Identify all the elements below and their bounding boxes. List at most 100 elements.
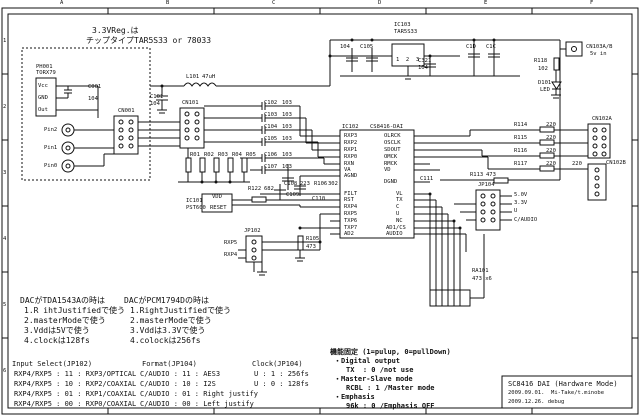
cn102a-ref: CN102A	[592, 116, 612, 122]
ic102-pin-tx: TX	[396, 197, 403, 203]
border-row-3: 3	[3, 170, 7, 176]
format-row-3: C/AUDIO : 01 : Right justify	[140, 390, 259, 398]
ra101-value: 473 x6	[472, 276, 492, 282]
l101-ref: L101	[186, 74, 200, 80]
d101-value: LED	[540, 87, 550, 93]
title-block-line3: 2009.12.26. debug	[508, 399, 565, 405]
format-row-2: C/AUDIO : 10 : I2S	[140, 380, 216, 388]
c105-ref: C105	[360, 44, 374, 50]
ic103-ref: IC103	[394, 22, 411, 28]
notes-left-item-3: 3.Vddは5Vで使う	[24, 326, 90, 335]
ic102-pin-rxn: RXN	[344, 161, 354, 167]
clock-title: Clock(JP104)	[252, 360, 303, 368]
r118-value: 102	[538, 66, 548, 72]
jp104-3v3: 3.3V	[514, 200, 528, 206]
r117-ref: R117	[514, 161, 528, 167]
jp104-5v: 5.0V	[514, 192, 528, 198]
c104b-value: 103	[282, 124, 292, 130]
cn101-ref: CN101	[182, 100, 199, 106]
c110-ref: C110	[312, 196, 326, 202]
ic102-pin-dgnd: DGND	[384, 179, 398, 185]
regulator-note-line2: チップタイプTAR5S33 or 78033	[86, 36, 212, 45]
jp102-rxp4: RXP4	[224, 252, 238, 258]
border-col-d: D	[378, 0, 382, 6]
r03-ref: R03	[218, 152, 228, 158]
border-row-1: 1	[3, 38, 7, 44]
notes-right-item-3: 3.Vddは3.3Vで使う	[130, 326, 206, 335]
c106-ref: C106	[264, 152, 278, 158]
c111-ref: C111	[420, 176, 434, 182]
c108-value: 223	[300, 181, 310, 187]
fixed-settings-title: 機能固定 (1=pulup, 0=pullDown)	[330, 348, 451, 356]
ic102-pin-va: VA	[344, 167, 351, 173]
input-select-row-1: RXP4/RXP5 : 11 : RXP3/OPTICAL	[14, 370, 137, 378]
title-block-line2: 2009.09.01. Mi-Take/t.minobe	[508, 390, 605, 396]
c1c-ref: C1C	[486, 44, 496, 50]
border-col-c: C	[272, 0, 276, 6]
fixed-settings-row-5: ・Emphasis	[334, 393, 375, 401]
ic102-pin-rxp1: RXP1	[344, 147, 358, 153]
inner-frame	[7, 13, 633, 409]
ra101-ref: RA101	[472, 268, 489, 274]
c107-value: 103	[282, 164, 292, 170]
ic102-pin-audio: AUDIO	[386, 231, 403, 237]
ic102-pin-omck: OMCK	[384, 154, 398, 160]
notes-left-item-4: 4.clockは128fs	[24, 336, 90, 345]
c105b-ref: C105	[264, 136, 278, 142]
cn102b-ref: CN102B	[606, 160, 626, 166]
ic102-pin-rxp4: RXP4	[344, 204, 358, 210]
r114-ref: R114	[514, 122, 528, 128]
ic102-pin-u: U	[396, 211, 400, 217]
format-row-4: C/AUDIO : 00 : Left justify	[140, 400, 254, 408]
c102-ref: C102	[264, 100, 278, 106]
r117-value: 220	[546, 161, 556, 167]
c109-ref: C109	[286, 192, 300, 198]
c001-value: 104	[88, 96, 98, 102]
r01-ref: R01	[190, 152, 200, 158]
ic102-pin-vl: VL	[396, 191, 403, 197]
format-title: Format(JP104)	[142, 360, 197, 368]
fixed-settings-row-6: 96k : 0 /Emphasis OFF	[346, 402, 435, 410]
border-col-e: E	[484, 0, 488, 6]
pin-out: Out	[38, 107, 48, 113]
fixed-settings-row-2: TX : 0 /not use	[346, 366, 414, 374]
border-col-a: A	[60, 0, 64, 6]
ic101-ref: IC101	[186, 198, 203, 204]
ic102-pin-filt: FILT	[344, 191, 358, 197]
ic102-pin-rxp2: RXP2	[344, 140, 358, 146]
r106-value: 302	[328, 181, 338, 187]
r04-ref: R04	[232, 152, 242, 158]
pin-gnd: GND	[38, 95, 48, 101]
ic102-pin-rst: RST	[344, 197, 354, 203]
ic102-chip	[339, 129, 415, 239]
title-block-line1: SC8416 DAI (Hardware Mode)	[508, 380, 618, 388]
input-select-row-4: RXP4/RXP5 : 00 : RXP0/COAXIAL	[14, 400, 137, 408]
input-select-row-3: RXP4/RXP5 : 01 : RXP1/COAXIAL	[14, 390, 137, 398]
ic102-pin-rxp0: RXP0	[344, 154, 358, 160]
format-row-1: C/AUDIO : 11 : AES3	[140, 370, 221, 378]
ic102-pin-rmck: RMCK	[384, 161, 398, 167]
ic102-pin-vd: VD	[384, 167, 391, 173]
c321-value: 104	[418, 65, 428, 71]
ic102-pin-nc: NC	[396, 218, 403, 224]
fixed-settings-row-3: ・Master-Slave mode	[334, 375, 413, 383]
notes-left-item-1: 1.R ihtJustifiedで使う	[24, 306, 126, 315]
r114-value: 220	[546, 122, 556, 128]
c001-ref: C001	[88, 84, 102, 90]
clock-row-1: U : 1 : 256fs	[254, 370, 309, 378]
notes-right-title: DACがPCM1794Dの時は	[124, 296, 209, 305]
c101-value: 104	[150, 101, 160, 107]
jp102-ref: JP102	[244, 228, 261, 234]
notes-right-item-1: 1.RightJustifiedで使う	[130, 306, 232, 315]
r105-ref: R105	[306, 236, 320, 242]
notes-right-item-2: 2.masterModeで使う	[130, 316, 212, 325]
c102-value: 103	[282, 100, 292, 106]
jp102-rxp5: RXP5	[224, 240, 238, 246]
l101-value: 47uH	[202, 74, 216, 80]
ic102-pin-ad1cs: AD1/CS	[386, 225, 406, 231]
border-row-4: 4	[3, 236, 7, 242]
c101-ref: C101	[150, 94, 164, 100]
r106-ref: R106	[314, 181, 328, 187]
fixed-settings-row-4: RCBL : 1 /Master mode	[346, 384, 435, 392]
